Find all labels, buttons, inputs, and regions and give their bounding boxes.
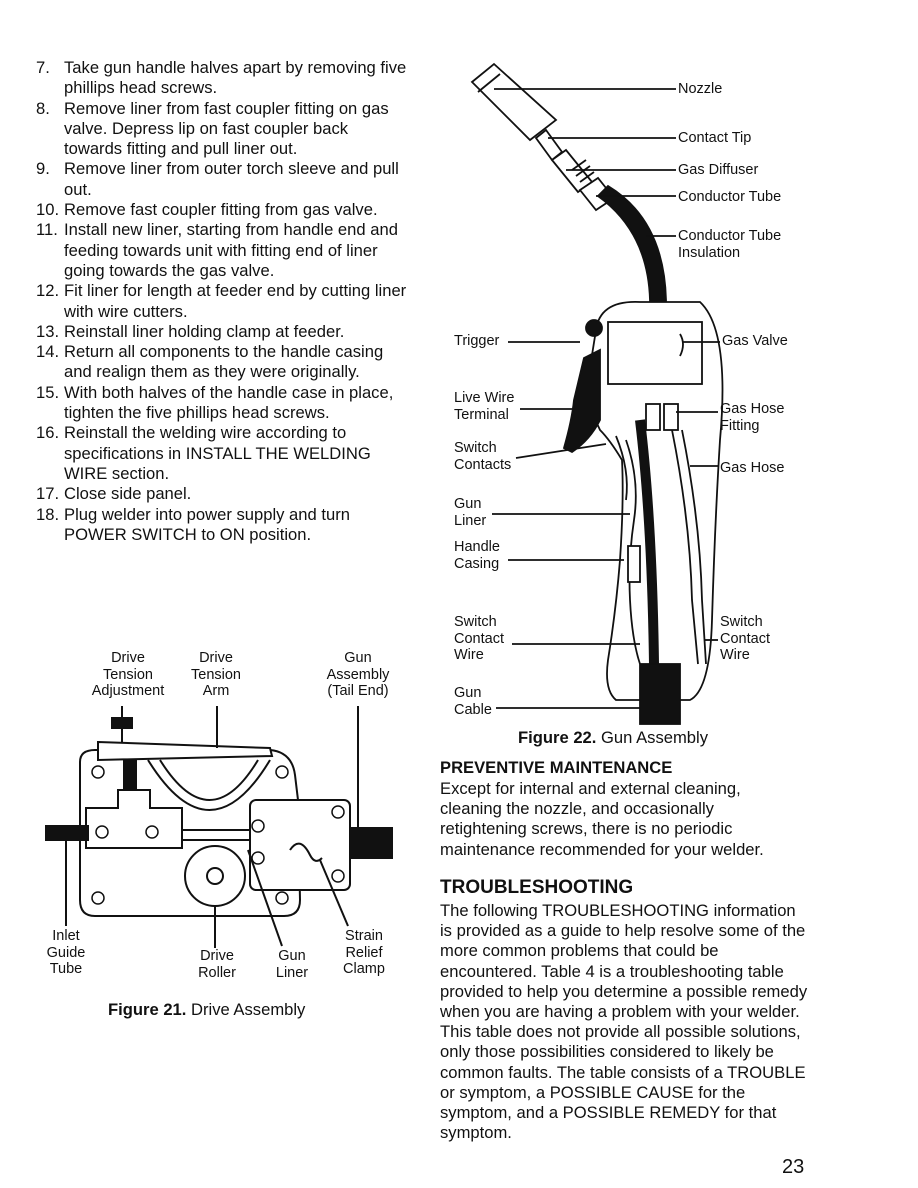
- step-item: 16.Reinstall the welding wire according …: [36, 423, 408, 484]
- step-text: Install new liner, starting from handle …: [64, 220, 398, 280]
- step-text: Remove liner from fast coupler fitting o…: [64, 98, 389, 159]
- step-number: 15.: [36, 382, 60, 402]
- step-number: 9.: [36, 159, 50, 179]
- screw-icon: [145, 825, 159, 839]
- label-switch-contact-wire-right: Switch Contact Wire: [720, 614, 770, 664]
- step-text: Plug welder into power supply and turn P…: [64, 504, 350, 544]
- label-gas-valve: Gas Valve: [722, 333, 788, 349]
- screw-icon: [91, 891, 105, 905]
- gas-hose-fitting: [645, 403, 661, 431]
- label-strain-relief-clamp: Strain Relief Clamp: [343, 928, 385, 978]
- step-item: 11. Install new liner, starting from hand…: [36, 220, 408, 281]
- instruction-steps: 7. Take gun handle halves apart by removi…: [36, 58, 408, 545]
- step-text: Close side panel.: [64, 484, 192, 504]
- step-item: 13.Reinstall liner holding clamp at feed…: [36, 322, 408, 342]
- screw-icon: [251, 819, 265, 833]
- label-gun-liner: Gun Liner: [454, 496, 487, 529]
- label-live-wire-terminal: Live Wire Terminal: [454, 390, 515, 423]
- figure-22-caption: Figure 22. Gun Assembly: [518, 728, 708, 747]
- gas-hose: [671, 429, 699, 665]
- step-text: Remove fast coupler fitting from gas val…: [64, 200, 378, 220]
- step-item: 7. Take gun handle halves apart by removi…: [36, 58, 408, 99]
- screw-icon: [331, 869, 345, 883]
- label-gas-hose-fitting: Gas Hose Fitting: [720, 401, 785, 434]
- screw-icon: [275, 891, 289, 905]
- step-number: 12.: [36, 281, 60, 301]
- label-conductor-tube: Conductor Tube: [678, 189, 782, 205]
- handle-casing: [587, 301, 724, 701]
- nozzle: [470, 62, 558, 142]
- step-item: 8. Remove liner from fast coupler fitting…: [36, 99, 408, 160]
- step-item: 9. Remove liner from outer torch sleeve a…: [36, 159, 408, 200]
- label-contact-tip: Contact Tip: [678, 130, 752, 146]
- step-number: 13.: [36, 321, 60, 341]
- step-number: 8.: [36, 98, 50, 118]
- gun-tail-end: [349, 827, 393, 859]
- step-text: Fit liner for length at feeder end by cu…: [64, 281, 407, 321]
- label-drive-roller: Drive Roller: [198, 948, 236, 981]
- troubleshooting-heading: TROUBLESHOOTING: [440, 877, 634, 898]
- label-trigger: Trigger: [454, 333, 500, 349]
- label-drive-tension-adjustment: Drive Tension Adjustment: [91, 650, 165, 700]
- label-nozzle: Nozzle: [678, 81, 723, 97]
- step-item: 12.Fit liner for length at feeder end by…: [36, 281, 408, 322]
- step-number: 14.: [36, 342, 60, 362]
- step-text: With both halves of the handle case in p…: [64, 382, 394, 423]
- label-gas-hose: Gas Hose: [720, 460, 785, 476]
- label-conductor-tube-insulation: Conductor Tube Insulation: [678, 228, 782, 261]
- screw-icon: [331, 805, 345, 819]
- step-item: 14.Return all components to the handle c…: [36, 342, 408, 383]
- step-text: Take gun handle halves apart by removing…: [64, 58, 407, 98]
- step-item: 18.Plug welder into power supply and tur…: [36, 505, 408, 546]
- label-gun-assembly-tail-end: Gun Assembly (Tail End): [326, 650, 390, 700]
- preventive-maintenance-body: Except for internal and external cleanin…: [440, 779, 764, 859]
- step-text: Reinstall liner holding clamp at feeder.: [64, 321, 345, 341]
- screw-icon: [251, 851, 265, 865]
- label-switch-contacts: Switch Contacts: [454, 440, 512, 473]
- label-drive-tension-arm: Drive Tension Arm: [191, 650, 241, 700]
- drive-tension-arm: [97, 740, 274, 762]
- step-item: 17.Close side panel.: [36, 484, 408, 504]
- screw-icon: [95, 825, 109, 839]
- step-number: 16.: [36, 423, 60, 443]
- figure-21-caption: Figure 21. Drive Assembly: [108, 1000, 306, 1019]
- screw-icon: [275, 765, 289, 779]
- step-number: 18.: [36, 504, 60, 524]
- label-handle-casing: Handle Casing: [454, 539, 500, 572]
- label-gun-liner: Gun Liner: [275, 948, 309, 981]
- step-text: Reinstall the welding wire according to …: [64, 423, 371, 483]
- step-number: 10.: [36, 200, 60, 220]
- step-item: 10.Remove fast coupler fitting from gas …: [36, 200, 408, 220]
- label-gas-diffuser: Gas Diffuser: [678, 162, 759, 178]
- gas-valve: [607, 321, 703, 385]
- preventive-maintenance-heading: PREVENTIVE MAINTENANCE: [440, 758, 673, 777]
- label-gun-cable: Gun Cable: [454, 685, 492, 718]
- step-text: Return all components to the handle casi…: [64, 342, 384, 382]
- gun-cable: [639, 663, 681, 725]
- step-number: 7.: [36, 58, 50, 77]
- screw-icon: [91, 765, 105, 779]
- step-number: 17.: [36, 484, 60, 504]
- label-switch-contact-wire-left: Switch Contact Wire: [454, 614, 504, 664]
- troubleshooting-body: The following TROUBLESHOOTING informatio…: [440, 901, 808, 1143]
- step-item: 15.With both halves of the handle case i…: [36, 383, 408, 424]
- gun-liner: [635, 419, 659, 665]
- step-text: Remove liner from outer torch sleeve and…: [64, 159, 399, 199]
- label-inlet-guide-tube: Inlet Guide Tube: [46, 928, 86, 978]
- step-number: 11.: [36, 220, 58, 240]
- trigger: [562, 348, 601, 454]
- page-number: 23: [782, 1156, 805, 1178]
